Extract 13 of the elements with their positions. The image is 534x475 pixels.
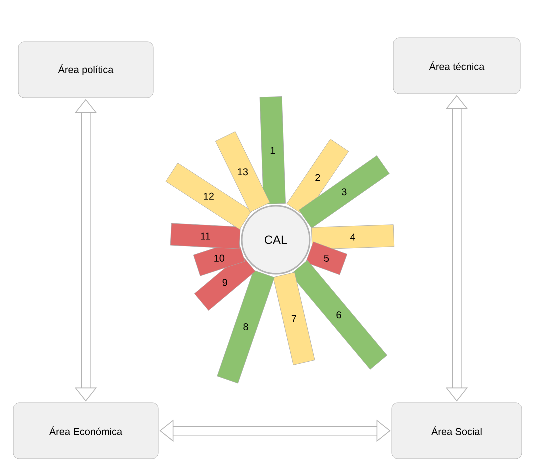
double-arrow xyxy=(74,99,98,402)
area-box: Área Económica xyxy=(13,402,159,460)
double-arrow xyxy=(446,95,468,402)
bar: 1 xyxy=(260,96,286,205)
bar: 7 xyxy=(273,272,316,366)
bar: 11 xyxy=(170,223,241,250)
bar: 13 xyxy=(216,132,270,213)
area-box: Área política xyxy=(18,42,154,98)
area-box: Área Social xyxy=(392,402,522,460)
bar: 5 xyxy=(306,242,348,276)
bar: 4 xyxy=(311,224,395,250)
double-arrow xyxy=(160,420,391,442)
area-box: Área técnica xyxy=(393,38,521,94)
